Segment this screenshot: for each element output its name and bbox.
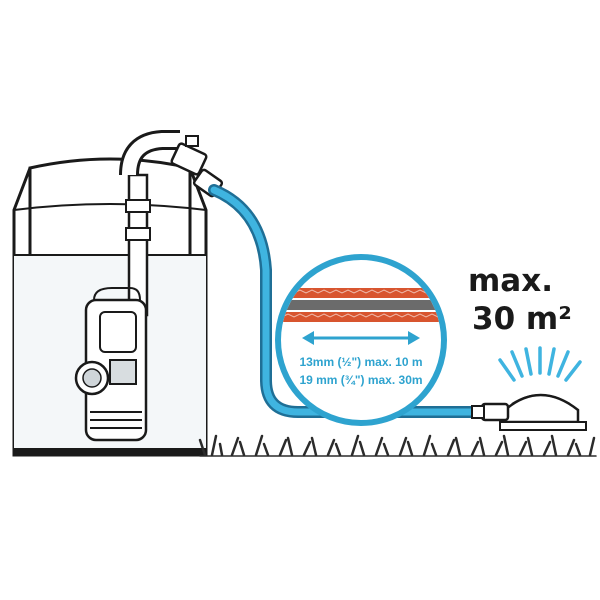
coverage-line-2: 30 m²: [472, 301, 572, 337]
grass-icon: [198, 434, 597, 457]
hose-cross-section-magnifier-icon: 13mm (½") max. 10 m 19 mm (¾") max. 30m: [275, 254, 447, 426]
coverage-line-1: max.: [468, 263, 553, 299]
water-spray: [498, 346, 582, 382]
coverage-label: max. 30 m²: [468, 262, 578, 338]
garden-hose-icon: [208, 184, 482, 418]
lawn-sprinkler-icon: [471, 346, 587, 431]
double-arrow-icon: [302, 331, 420, 345]
submersible-pump-icon: [74, 287, 148, 442]
hose-spec-2: 19 mm (¾") max. 30m: [299, 373, 422, 387]
hose-spec-1: 13mm (½") max. 10 m: [299, 355, 422, 369]
